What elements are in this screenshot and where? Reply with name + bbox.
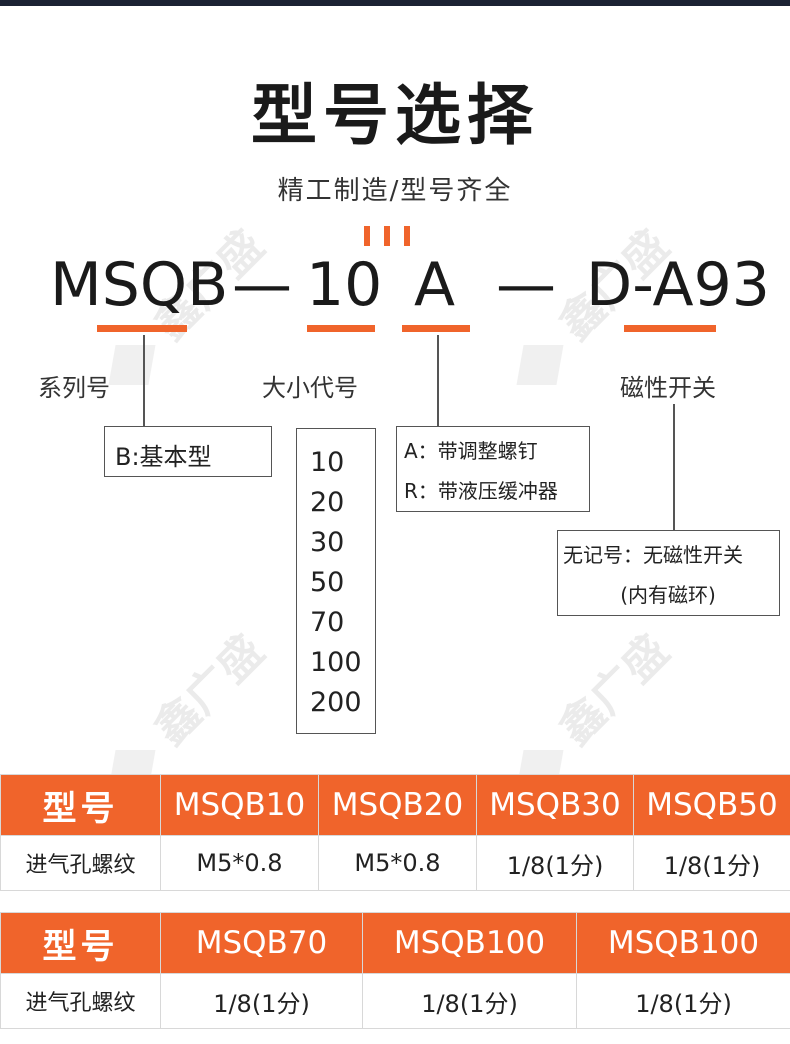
accent-tick (404, 226, 410, 246)
page-title: 型号选择 (251, 77, 539, 154)
model-cell: MSQB50 (633, 774, 790, 836)
model-cell: MSQB70 (160, 912, 363, 974)
thread-cell: M5*0.8 (160, 835, 319, 891)
table-header-label: 型号 (0, 912, 161, 974)
watermark-mark (516, 345, 564, 385)
underline-series (97, 325, 187, 332)
page-subtitle: 精工制造/型号齐全 (277, 176, 513, 206)
watermark-logo: 鑫广盛 (549, 625, 679, 755)
thread-cell: M5*0.8 (318, 835, 477, 891)
spec-table-1: 型号 MSQB10 MSQB20 MSQB30 MSQB50 进气孔螺纹 M5*… (0, 774, 790, 891)
size-box: 10 20 30 50 70 100 200 (296, 428, 376, 734)
size-option: 10 (310, 447, 345, 478)
code-switch: D-A93 (586, 250, 770, 320)
row-label: 进气孔螺纹 (0, 973, 161, 1029)
thread-cell: 1/8(1分) (362, 973, 577, 1029)
model-cell: MSQB100 (362, 912, 577, 974)
underline-switch (624, 325, 716, 332)
size-option: 70 (310, 607, 345, 638)
thread-cell: 1/8(1分) (576, 973, 790, 1029)
code-size: 10 (306, 250, 383, 320)
connector-line (143, 335, 145, 426)
size-option: 20 (310, 487, 345, 518)
model-cell: MSQB100 (576, 912, 790, 974)
switch-note: (内有磁环) (620, 583, 716, 607)
row-label: 进气孔螺纹 (0, 835, 161, 891)
thread-cell: 1/8(1分) (633, 835, 790, 891)
thread-cell: 1/8(1分) (476, 835, 634, 891)
model-cell: MSQB30 (476, 774, 634, 836)
table-header-label: 型号 (0, 774, 161, 836)
switch-box: 无记号：无磁性开关 (内有磁环) (557, 530, 780, 616)
connector-line (437, 335, 439, 426)
watermark-mark (108, 345, 156, 385)
model-cell: MSQB20 (318, 774, 477, 836)
size-list: 10 20 30 50 70 100 200 (310, 443, 362, 723)
type-option: A：带调整螺钉 (404, 439, 538, 463)
table-header-row: 型号 MSQB70 MSQB100 MSQB100 (0, 912, 790, 974)
series-box: B:基本型 (104, 426, 272, 477)
label-size: 大小代号 (262, 374, 358, 402)
code-type: A (414, 250, 456, 320)
connector-line (673, 404, 675, 530)
code-dash: — (232, 250, 292, 320)
label-series: 系列号 (38, 374, 110, 402)
top-bar (0, 0, 790, 6)
model-cell: MSQB10 (160, 774, 319, 836)
type-option: R：带液压缓冲器 (404, 479, 558, 503)
size-option: 30 (310, 527, 345, 558)
accent-tick (364, 226, 370, 246)
table-header-row: 型号 MSQB10 MSQB20 MSQB30 MSQB50 (0, 774, 790, 836)
accent-tick (384, 226, 390, 246)
table-row: 进气孔螺纹 1/8(1分) 1/8(1分) 1/8(1分) (0, 973, 790, 1029)
series-box-text: B:基本型 (115, 443, 212, 471)
underline-size (307, 325, 375, 332)
spec-table-2: 型号 MSQB70 MSQB100 MSQB100 进气孔螺纹 1/8(1分) … (0, 912, 790, 1029)
size-option: 50 (310, 567, 345, 598)
type-box: A：带调整螺钉 R：带液压缓冲器 (396, 426, 590, 512)
code-dash: — (496, 250, 556, 320)
underline-type (402, 325, 470, 332)
thread-cell: 1/8(1分) (160, 973, 363, 1029)
label-switch: 磁性开关 (620, 374, 716, 402)
size-option: 200 (310, 687, 362, 718)
watermark-logo: 鑫广盛 (144, 625, 274, 755)
code-series: MSQB (50, 250, 229, 320)
table-row: 进气孔螺纹 M5*0.8 M5*0.8 1/8(1分) 1/8(1分) (0, 835, 790, 891)
size-option: 100 (310, 647, 362, 678)
switch-option: 无记号：无磁性开关 (563, 543, 743, 567)
